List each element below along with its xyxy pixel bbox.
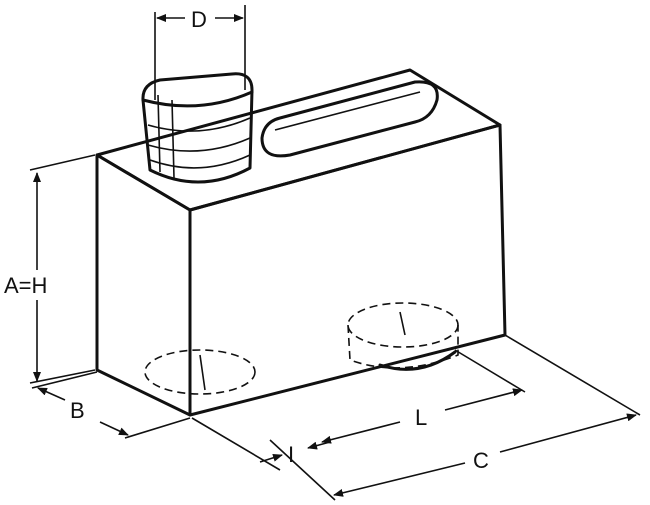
threaded-stud bbox=[141, 72, 254, 184]
front-face bbox=[95, 153, 192, 417]
hidden-holes bbox=[144, 302, 459, 395]
slot bbox=[260, 80, 439, 158]
label-D: D bbox=[191, 7, 207, 32]
top-face bbox=[95, 68, 502, 212]
dimension-C: C bbox=[269, 334, 641, 501]
dimension-D: D bbox=[154, 5, 246, 100]
dimension-I-L: I L bbox=[191, 349, 526, 471]
dimension-A-H: A=H bbox=[4, 154, 96, 384]
label-C: C bbox=[473, 448, 489, 473]
side-face bbox=[188, 123, 507, 417]
label-A-H: A=H bbox=[4, 273, 47, 298]
dimension-B: B bbox=[31, 371, 191, 439]
label-I: I bbox=[288, 442, 294, 467]
label-B: B bbox=[70, 398, 85, 423]
label-L: L bbox=[415, 405, 427, 430]
